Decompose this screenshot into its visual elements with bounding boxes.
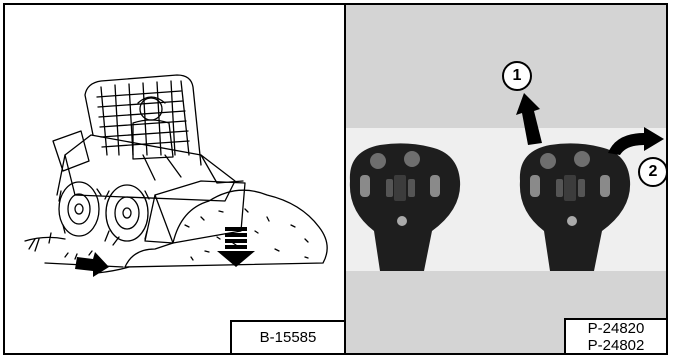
photo-code-2: P-24802 xyxy=(566,337,666,353)
skid-steer-loader-illustration xyxy=(5,5,344,353)
callout-2: 2 xyxy=(638,157,666,187)
up-arrow-icon xyxy=(516,93,542,145)
figure-code-label: B-15585 xyxy=(230,320,344,353)
joystick-photos xyxy=(346,5,666,353)
figure-frame: B-15585 xyxy=(3,3,668,355)
photo-code-label: P-24820 P-24802 xyxy=(564,318,666,353)
joystick-handle-left xyxy=(350,143,460,271)
joystick-handle-right xyxy=(520,143,630,271)
forward-arrow-icon xyxy=(75,252,109,277)
left-illustration-panel: B-15585 xyxy=(5,5,344,353)
down-arrow-icon xyxy=(217,227,255,267)
callout-1: 1 xyxy=(502,61,532,91)
figure-code: B-15585 xyxy=(260,329,317,346)
curved-right-arrow-icon xyxy=(608,127,664,155)
right-photo-panel: 1 2 P-24820 P-24802 xyxy=(346,5,666,353)
photo-code-1: P-24820 xyxy=(566,320,666,337)
